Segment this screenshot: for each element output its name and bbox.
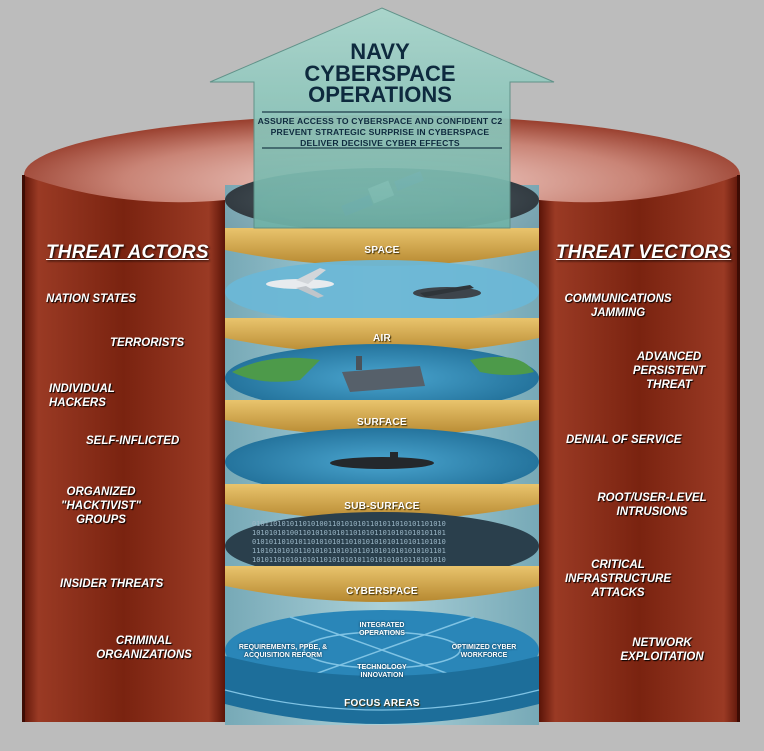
threat-actor-item: INSIDER THREATS: [60, 578, 164, 590]
patrol-aircraft-icon: [266, 268, 334, 298]
threat-actor-item: INDIVIDUAL HACKERS: [49, 383, 115, 409]
binary-code-pattern: 0101101010110101001101010101101011010101…: [252, 520, 446, 564]
arrow-title-line3: OPERATIONS: [308, 82, 452, 107]
threat-vector-item: CRITICAL INFRASTRUCTURE ATTACKS: [564, 559, 672, 599]
cylinder-wall-right: [539, 175, 740, 722]
submarine-icon: [330, 452, 434, 469]
focus-requirements: REQUIREMENTS, PPBE, & ACQUISITION REFORM: [238, 644, 328, 659]
threat-vector-item: COMMUNICATIONS JAMMING: [564, 293, 672, 319]
layer-label-sub-surface: SUB-SURFACE: [344, 501, 420, 512]
layer-label-air: AIR: [372, 333, 392, 344]
threat-actor-item: ORGANIZED "HACKTIVIST" GROUPS: [61, 486, 141, 526]
threat-actors-title: THREAT ACTORS: [46, 242, 209, 263]
layer-label-surface: SURFACE: [357, 417, 407, 428]
threat-actor-item: NATION STATES: [46, 293, 137, 305]
threat-actor-item: TERRORISTS: [110, 337, 185, 349]
arrow-title-line1: NAVY: [350, 39, 410, 64]
threat-vector-item: DENIAL OF SERVICE: [566, 434, 682, 446]
layer-label-cyberspace: CYBERSPACE: [346, 586, 418, 597]
focus-workforce: OPTIMIZED CYBER WORKFORCE: [451, 644, 517, 659]
arrow-mission-3: DELIVER DECISIVE CYBER EFFECTS: [300, 138, 460, 148]
threat-actor-item: SELF-INFLICTED: [86, 435, 180, 447]
layer-label-focus-areas: FOCUS AREAS: [344, 698, 420, 709]
up-arrow-shape: [209, 7, 555, 229]
arrow-title-line2: CYBERSPACE: [304, 61, 456, 86]
threat-vector-item: NETWORK EXPLOITATION: [620, 637, 704, 663]
threat-vectors-title: THREAT VECTORS: [556, 242, 732, 263]
threat-vector-item: ADVANCED PERSISTENT THREAT: [632, 351, 706, 391]
focus-technology-innovation: TECHNOLOGY INNOVATION: [357, 664, 407, 679]
layer-label-space: SPACE: [364, 245, 400, 256]
arrow-mission-2: PREVENT STRATEGIC SURPRISE IN CYBERSPACE: [270, 127, 490, 137]
cylinder-wall-left: [22, 175, 225, 722]
focus-integrated-operations: INTEGRATED OPERATIONS: [359, 622, 405, 637]
arrow-mission-1: ASSURE ACCESS TO CYBERSPACE AND CONFIDEN…: [257, 116, 503, 126]
drone-icon: [413, 285, 481, 299]
threat-actor-item: CRIMINAL ORGANIZATIONS: [96, 635, 192, 661]
aircraft-carrier-icon: [342, 356, 425, 392]
threat-vector-item: ROOT/USER-LEVEL INTRUSIONS: [597, 492, 707, 518]
